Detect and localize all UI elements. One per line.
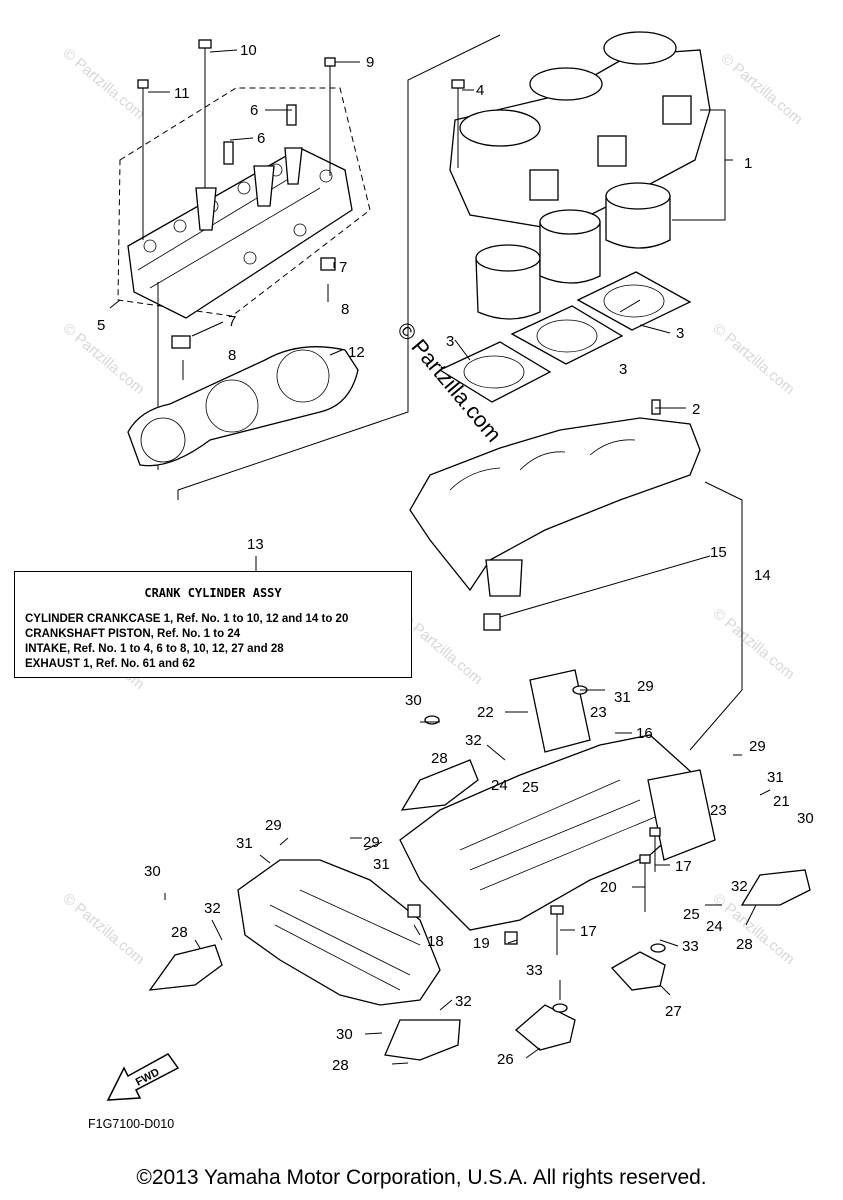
callout-3: 3: [619, 361, 627, 378]
diagram-code: F1G7100-D010: [88, 1117, 175, 1131]
callout-30: 30: [405, 692, 422, 709]
callout-28: 28: [431, 750, 448, 767]
callout-28: 28: [171, 924, 188, 941]
copyright-notice: ©2013 Yamaha Motor Corporation, U.S.A. A…: [136, 1166, 707, 1189]
callout-1: 1: [744, 155, 752, 172]
callout-8: 8: [228, 347, 236, 364]
callout-numbers: 1 2 3 3 3 4 5 6 6 7 7 8 8 9 10 11 12 13 …: [97, 42, 814, 1074]
callout-29: 29: [265, 817, 282, 834]
head-gasket: [127, 346, 359, 467]
callout-17: 17: [675, 858, 692, 875]
callout-29: 29: [637, 678, 654, 695]
callout-28: 28: [736, 936, 753, 953]
callout-33: 33: [682, 938, 699, 955]
watermark-small: © Partzilla.com: [59, 890, 147, 968]
callout-26: 26: [497, 1051, 514, 1068]
callout-32: 32: [731, 878, 748, 895]
callout-25: 25: [683, 906, 700, 923]
callout-25: 25: [522, 779, 539, 796]
brackets: [514, 951, 666, 1051]
callout-30: 30: [797, 810, 814, 827]
callout-23: 23: [710, 802, 727, 819]
watermark-small: © Partzilla.com: [717, 50, 805, 128]
callout-32: 32: [465, 732, 482, 749]
callout-7: 7: [339, 259, 347, 276]
assembly-line: EXHAUST 1, Ref. No. 61 and 62: [25, 658, 195, 670]
assembly-line: CRANKSHAFT PISTON, Ref. No. 1 to 24: [25, 628, 241, 640]
callout-29: 29: [749, 738, 766, 755]
callout-18: 18: [427, 933, 444, 950]
pistons: [475, 182, 671, 320]
callout-20: 20: [600, 879, 617, 896]
watermark-small: © Partzilla.com: [709, 320, 797, 398]
callout-3: 3: [446, 333, 454, 350]
callout-19: 19: [473, 935, 490, 952]
assembly-reference-box: CRANK CYLINDER ASSY CYLINDER CRANKCASE 1…: [14, 571, 412, 678]
callout-9: 9: [366, 54, 374, 71]
assembly-reference-list: CYLINDER CRANKCASE 1, Ref. No. 1 to 10, …: [25, 612, 348, 672]
callout-15: 15: [710, 544, 727, 561]
callout-27: 27: [665, 1003, 682, 1020]
watermark-small: © Partzilla.com: [59, 45, 147, 123]
callout-32: 32: [455, 993, 472, 1010]
watermark-small: © Partzilla.com: [709, 605, 797, 683]
callout-8: 8: [341, 301, 349, 318]
callout-31: 31: [373, 856, 390, 873]
callout-13: 13: [247, 536, 264, 553]
callout-32: 32: [204, 900, 221, 917]
callout-28: 28: [332, 1057, 349, 1074]
callout-3: 3: [676, 325, 684, 342]
forward-arrow-icon: FWD: [106, 1053, 180, 1101]
callout-11: 11: [174, 85, 190, 102]
cylinder-gaskets: [438, 271, 692, 403]
callout-16: 16: [636, 725, 653, 742]
exhaust-cover: [237, 859, 441, 1006]
callout-30: 30: [336, 1026, 353, 1043]
fwd-label: FWD: [134, 1066, 162, 1088]
callout-10: 10: [240, 42, 257, 59]
leader-lines: [109, 49, 771, 1065]
callout-31: 31: [767, 769, 784, 786]
callout-23: 23: [590, 704, 607, 721]
callout-7: 7: [228, 313, 236, 330]
cylinder-block: [449, 31, 711, 231]
assembly-line: CYLINDER CRANKCASE 1, Ref. No. 1 to 10, …: [25, 613, 349, 625]
callout-2: 2: [692, 401, 700, 418]
callout-17: 17: [580, 923, 597, 940]
assembly-title: CRANK CYLINDER ASSY: [144, 586, 282, 600]
callout-24: 24: [491, 777, 508, 794]
callout-22: 22: [477, 704, 494, 721]
callout-21: 21: [773, 793, 790, 810]
callout-33: 33: [526, 962, 543, 979]
callout-14: 14: [754, 567, 771, 584]
engine-mounts: [148, 759, 811, 1061]
callout-4: 4: [476, 82, 484, 99]
callout-29: 29: [363, 834, 380, 851]
assembly-line: INTAKE, Ref. No. 1 to 4, 6 to 8, 10, 12,…: [25, 643, 284, 655]
callout-6: 6: [250, 102, 258, 119]
callout-31: 31: [614, 689, 631, 706]
cylinder-head: [117, 87, 371, 319]
callout-30: 30: [144, 863, 161, 880]
upper-crankcase: [409, 399, 701, 631]
callout-24: 24: [706, 918, 723, 935]
callout-6: 6: [257, 130, 265, 147]
callout-31: 31: [236, 835, 253, 852]
callout-5: 5: [97, 317, 105, 334]
callout-12: 12: [348, 344, 365, 361]
